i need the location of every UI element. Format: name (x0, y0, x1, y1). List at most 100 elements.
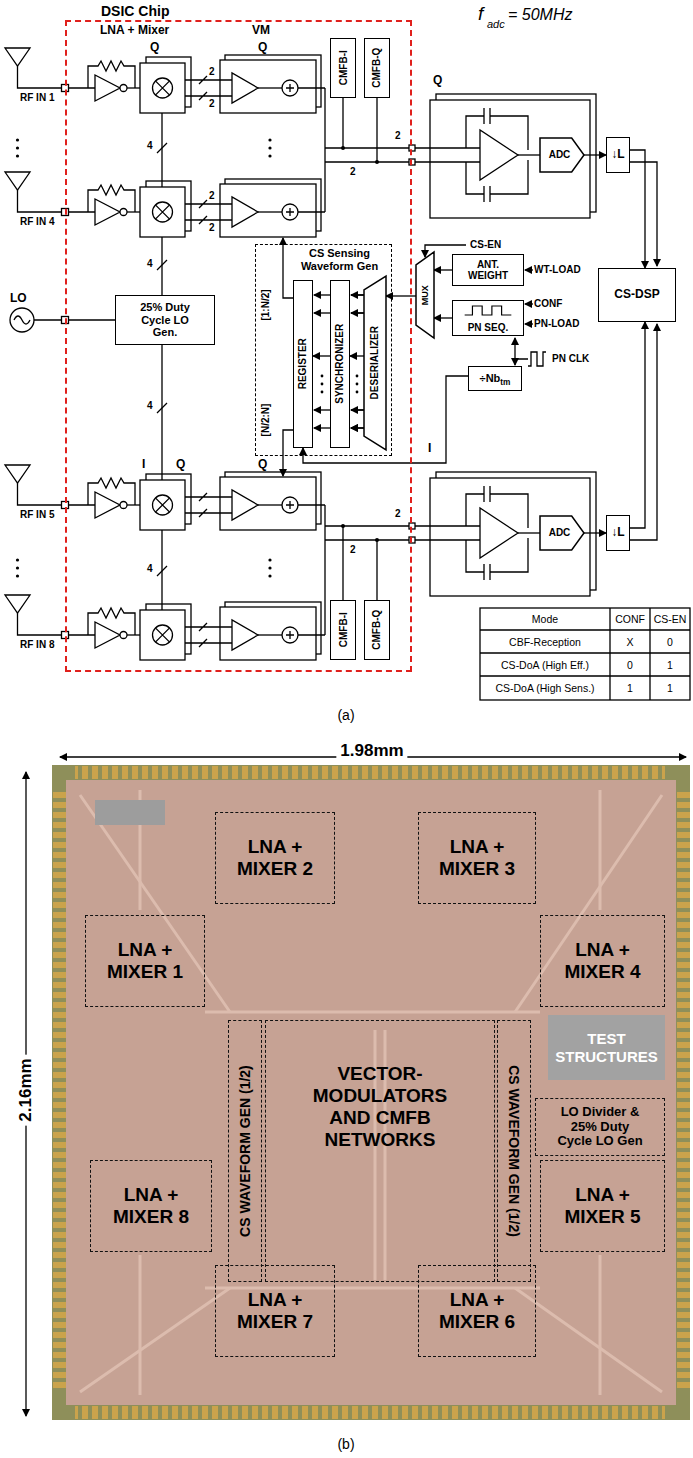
figure-label: 4 (147, 563, 153, 575)
label-holder: 1.98mm (336, 741, 407, 761)
label-holder: Q (176, 458, 185, 472)
label-holder: 2 (209, 98, 215, 110)
label-holder: 2 (209, 190, 215, 202)
figure-label: RF IN 5 (20, 509, 54, 521)
figure-label: [1:N/2] (260, 289, 272, 320)
block-outline-shape (540, 138, 584, 172)
label-holder: 4 (147, 400, 153, 412)
block-outline-shape (416, 252, 434, 338)
node-text: LNA + MIXER 4 (549, 939, 657, 983)
node-text: ↓L (611, 148, 624, 162)
layout-region: LNA + MIXER 2 (215, 812, 335, 904)
label-holder: 1 (667, 659, 673, 671)
figure-label: WT-LOAD (534, 264, 581, 276)
label-holder: Q (150, 41, 159, 55)
figure-label: 0 (667, 636, 673, 648)
label-holder: 4 (147, 563, 153, 575)
node-text: CMFB-I (337, 51, 349, 86)
node-text: CS WAVEFORM GEN (1/2) (506, 1065, 522, 1237)
figure-label: Q (258, 458, 267, 472)
node-text: LNA + MIXER 7 (221, 1289, 329, 1333)
figure-label: 4 (147, 140, 153, 152)
figure-label: CONF (615, 613, 645, 625)
node-text: PN SEQ. (468, 322, 509, 334)
deserializer-block: DESERIALIZER (364, 276, 386, 450)
text-holder: LNA + MIXER 5 (541, 1161, 664, 1251)
label-holder: 1 (667, 682, 673, 694)
label-holder: 2.16mm (16, 1054, 36, 1125)
label-holder: 2 (209, 222, 215, 234)
label-holder: CS-DoA (High Sens.) (495, 682, 594, 694)
signal-wire (630, 150, 645, 268)
mux-block: MUX (416, 252, 434, 338)
figure-label: I (428, 442, 431, 456)
test-structure-region: TEST STRUCTURES (548, 1015, 665, 1080)
figure-label: 4 (147, 400, 153, 412)
square-wave-line (465, 306, 512, 315)
text-holder: SYNCHRONIZER (331, 281, 349, 447)
label-holder: PN CLK (552, 353, 589, 365)
label-holder: RF IN 1 (20, 92, 54, 104)
synchronizer-block: SYNCHRONIZER (330, 280, 350, 448)
figure-label: CS-EN (470, 239, 501, 251)
node-text: LNA + MIXER 1 (91, 939, 199, 983)
label-holder: [1:N/2] (260, 289, 272, 320)
layout-region: LNA + MIXER 7 (215, 1265, 335, 1357)
figure-label: 0 (627, 659, 633, 671)
decimator-block: ↓L (606, 515, 630, 551)
node-text: 25% Duty Cycle LO Gen. (133, 301, 197, 339)
layout-region: CS WAVEFORM GEN (1/2) (497, 1020, 531, 1282)
label-holder: Q (258, 41, 267, 55)
signal-wire (313, 355, 330, 356)
figure-label: = 50MHz (508, 6, 572, 24)
waveform-generator: CS Sensing Waveform GenREGISTERSYNCHRONI… (255, 244, 392, 456)
layout-region: CS WAVEFORM GEN (1/2) (228, 1020, 262, 1282)
adc-block: ADC (540, 516, 584, 550)
figure-label: 2 (395, 130, 401, 142)
text-holder: PN SEQ. (453, 301, 523, 335)
node-text: LNA + MIXER 3 (423, 836, 531, 880)
clock-divider: ÷Nbtm (468, 366, 522, 391)
figure-label: X (626, 636, 633, 648)
node-text: LNA + MIXER 8 (97, 1184, 205, 1228)
label-holder: (a) (337, 707, 354, 723)
figure-label: 1 (627, 682, 633, 694)
figure-label: 2.16mm (16, 1054, 36, 1125)
figure-label: Mode (532, 613, 558, 625)
layout-region: LNA + MIXER 1 (85, 915, 205, 1007)
text-holder: DESERIALIZER (364, 276, 386, 450)
figure-label: 2 (350, 166, 356, 178)
node-text: ADC (549, 527, 571, 539)
figure-label: CS-DoA (High Sens.) (495, 682, 594, 694)
node-text: CS WAVEFORM GEN (1/2) (237, 1065, 253, 1237)
label-holder: CBF-Reception (509, 636, 581, 648)
chip-boundary: DSIC ChipCMFB-ICMFB-QCS Sensing Waveform… (65, 20, 412, 672)
layout-region: LNA + MIXER 5 (540, 1160, 665, 1252)
layout-region: LNA + MIXER 4 (540, 915, 665, 1007)
label-holder: RF IN 4 (20, 216, 54, 228)
figure-label: 2 (209, 190, 215, 202)
figure-label: 2 (209, 66, 215, 78)
text-holder: CMFB-Q (365, 39, 389, 97)
text-holder: LNA + MIXER 1 (86, 916, 204, 1006)
label-holder: RF IN 8 (20, 639, 54, 651)
figure-label: RF IN 4 (20, 216, 54, 228)
label-holder: 2 (350, 166, 356, 178)
text-holder: MUX (416, 252, 434, 338)
figure-label: 2 (209, 98, 215, 110)
node-text: TEST STRUCTURES (552, 1030, 662, 1065)
decimator-block: ↓L (606, 137, 630, 173)
node-text: CS Sensing Waveform Gen (292, 247, 387, 272)
node-text: LNA + MIXER 5 (549, 1184, 657, 1228)
figure-label: 4 (147, 258, 153, 270)
signal-wire (584, 532, 606, 533)
weight-register: ANT. WEIGHT (452, 254, 524, 286)
text-holder: ADC (540, 138, 584, 172)
layout-region: LNA + MIXER 6 (418, 1265, 536, 1357)
node-text: CMFB-I (337, 613, 349, 648)
label-holder: CS-EN (654, 613, 687, 625)
text-holder: CMFB-I (331, 601, 355, 659)
figure-label: CS-EN (654, 613, 687, 625)
label-holder: CONF (534, 298, 562, 310)
